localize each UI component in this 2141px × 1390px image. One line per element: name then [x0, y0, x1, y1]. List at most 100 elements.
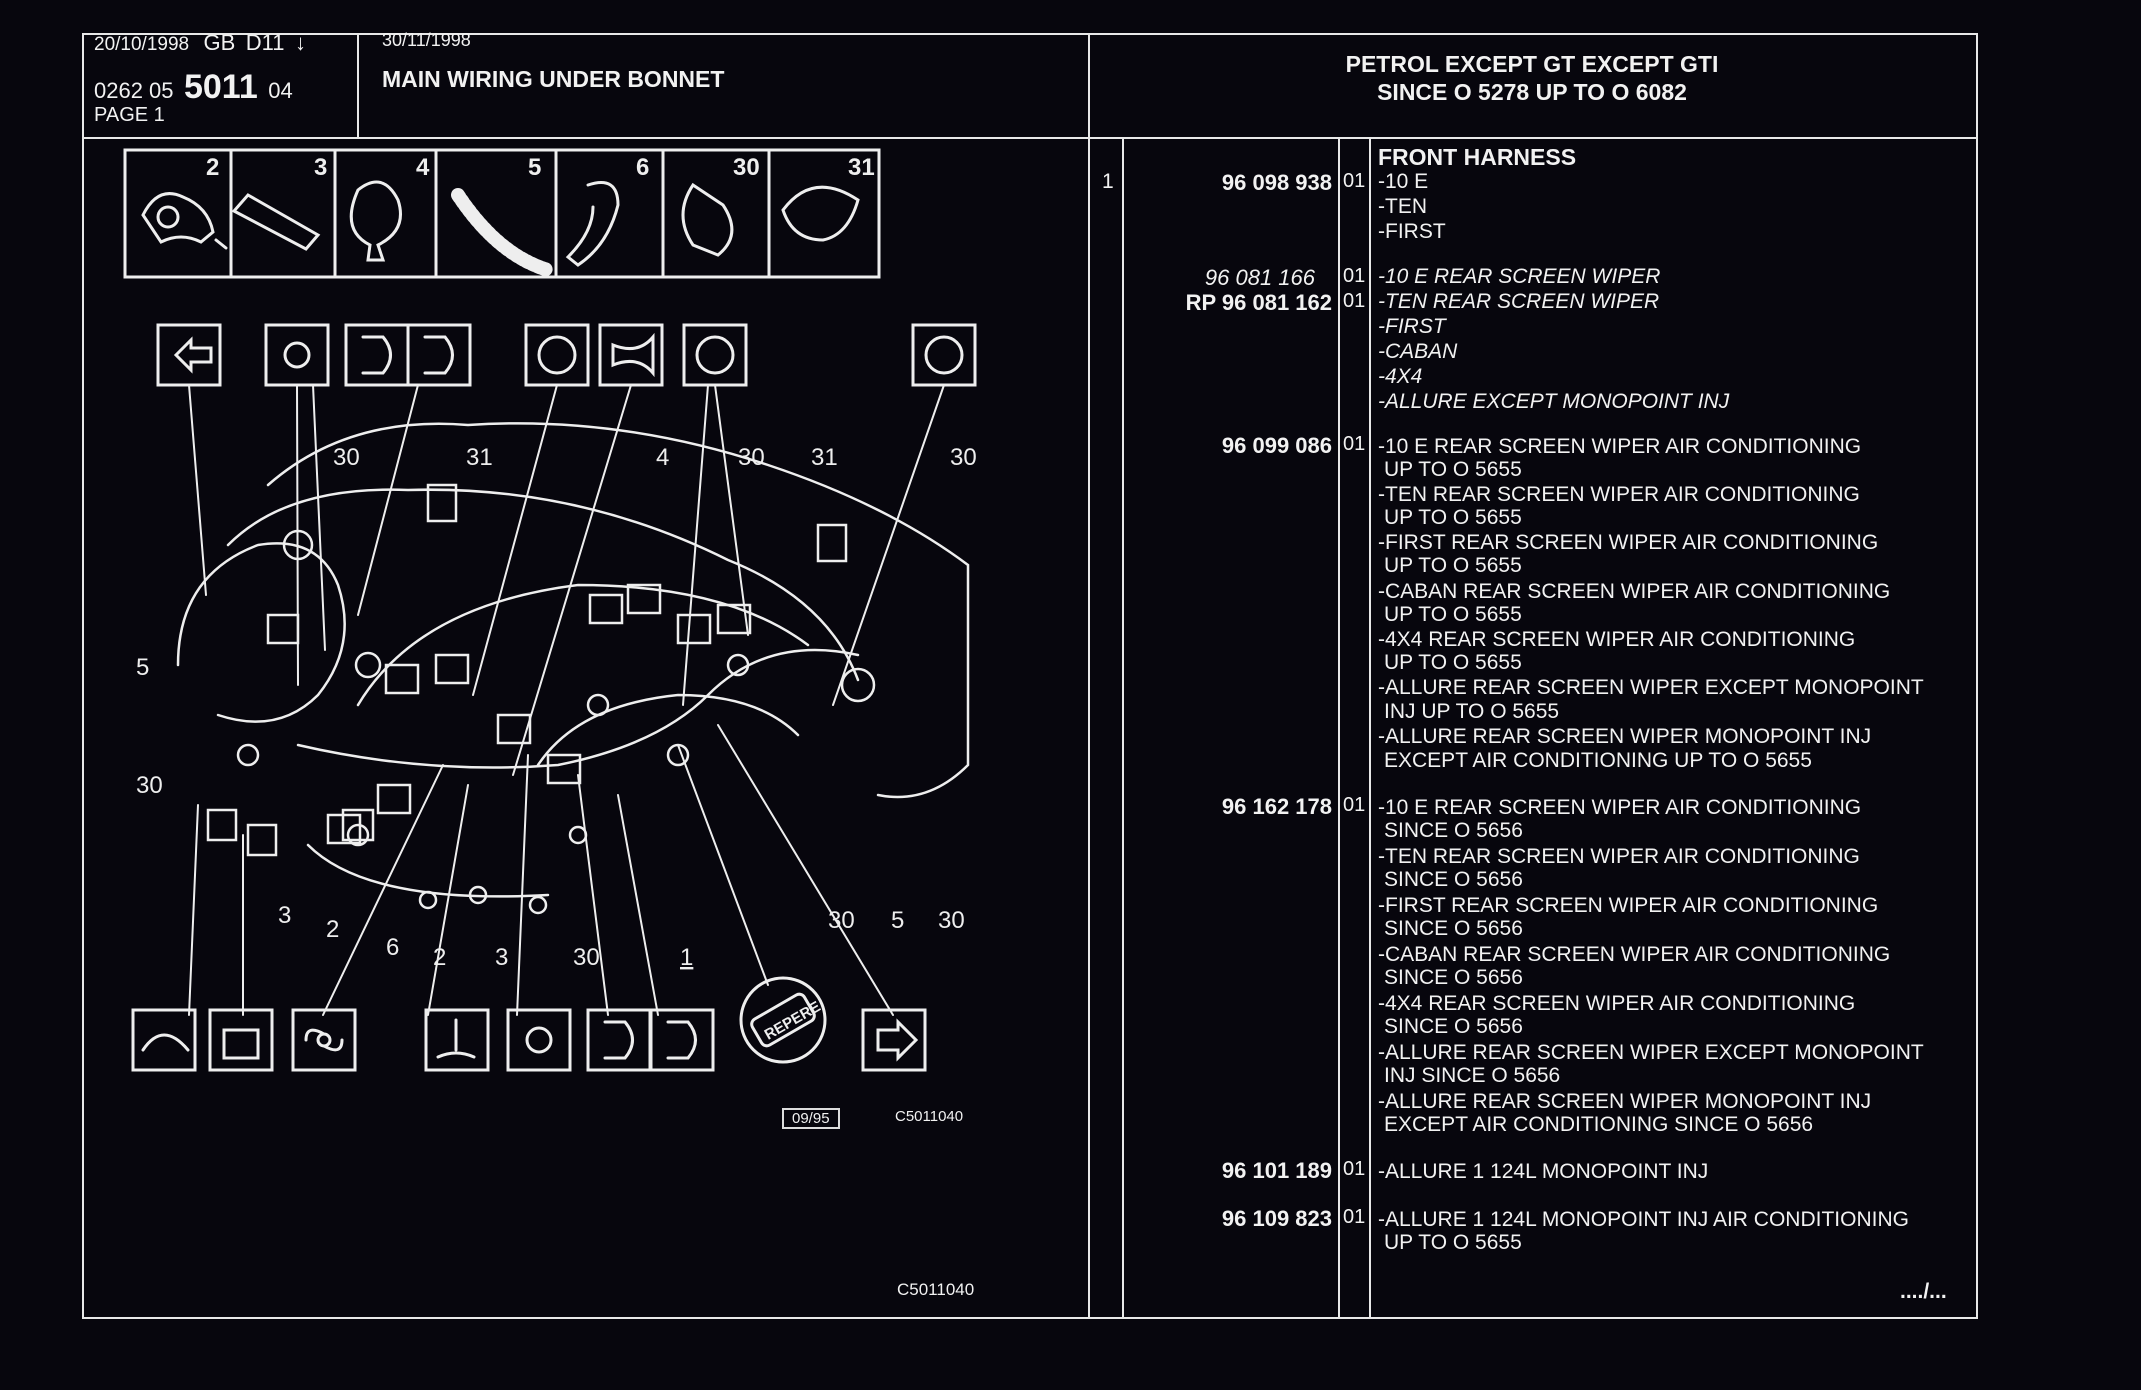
- callout-2-a: 2: [326, 916, 339, 943]
- desc-line: -CABAN REAR SCREEN WIPER AIR CONDITIONIN…: [1378, 943, 1891, 966]
- parts-col-ver-left: [1338, 137, 1340, 1317]
- callout-30-b: 30: [738, 444, 765, 471]
- desc-line: UP TO O 5655: [1384, 603, 1522, 626]
- tile-label-6: 6: [636, 154, 649, 181]
- desc-line: -TEN REAR SCREEN WIPER AIR CONDITIONING: [1378, 845, 1860, 868]
- desc-line: -4X4 REAR SCREEN WIPER AIR CONDITIONING: [1378, 628, 1856, 651]
- page-label: PAGE 1: [94, 104, 165, 126]
- desc-line: -10 E REAR SCREEN WIPER AIR CONDITIONING: [1378, 796, 1862, 819]
- down-arrow-icon: ↓: [294, 30, 306, 55]
- tile-label-3: 3: [314, 154, 327, 181]
- ref-number: RP 96 081 162: [1185, 290, 1332, 315]
- desc-line: INJ UP TO O 5655: [1384, 700, 1560, 723]
- version: 01: [1343, 1206, 1366, 1228]
- callout-4: 4: [656, 444, 669, 471]
- desc-line: SINCE O 5656: [1384, 868, 1523, 891]
- desc-line: EXCEPT AIR CONDITIONING UP TO O 5655: [1384, 749, 1812, 772]
- desc-line: -TEN REAR SCREEN WIPER: [1378, 290, 1660, 313]
- version: 01: [1343, 433, 1366, 455]
- callout-30-a: 30: [333, 444, 360, 471]
- desc-line: SINCE O 5656: [1384, 966, 1523, 989]
- desc-line: -ALLURE REAR SCREEN WIPER EXCEPT MONOPOI…: [1378, 676, 1924, 699]
- version: 01: [1343, 1158, 1366, 1180]
- repere-stamp-text: REPERE: [762, 998, 824, 1044]
- part-tiles: [123, 148, 881, 279]
- callout-1: 1: [680, 944, 693, 971]
- sheet-id-divider: [357, 33, 359, 137]
- scope-line-2: SINCE O 5278 UP TO O 6082: [1377, 79, 1687, 105]
- parts-col-item: [1122, 137, 1124, 1317]
- desc-line: -TEN REAR SCREEN WIPER AIR CONDITIONING: [1378, 483, 1860, 506]
- ref-number: 96 099 086: [1221, 433, 1332, 458]
- catalogue-prefix: 0262 05: [94, 78, 174, 103]
- continued-marker: ..../...: [1900, 1280, 1947, 1303]
- symbol-boxes-top: [156, 323, 977, 387]
- ref-number: 96 098 938: [1221, 170, 1332, 195]
- parts-col-ver-right: [1369, 137, 1371, 1317]
- desc-line: UP TO O 5655: [1384, 506, 1522, 529]
- version-old: 01: [1343, 265, 1366, 287]
- desc-line: UP TO O 5655: [1384, 1231, 1522, 1254]
- desc-line: -CABAN REAR SCREEN WIPER AIR CONDITIONIN…: [1378, 580, 1891, 603]
- desc-line: -CABAN: [1378, 340, 1458, 363]
- desc-line: -FIRST REAR SCREEN WIPER AIR CONDITIONIN…: [1378, 531, 1879, 554]
- item-number: 1: [1102, 170, 1114, 193]
- document-frame: [82, 33, 1978, 1319]
- callout-5-right: 5: [891, 907, 904, 934]
- desc-line: -FIRST: [1378, 315, 1446, 338]
- scope-header: PETROL EXCEPT GT EXCEPT GTI SINCE O 5278…: [1092, 50, 1972, 106]
- desc-line: -TEN: [1378, 195, 1427, 218]
- tile-label-4: 4: [416, 154, 430, 181]
- lang-code: GB: [203, 30, 236, 55]
- desc-line: UP TO O 5655: [1384, 651, 1522, 674]
- image-code-bottom: C5011040: [897, 1280, 975, 1299]
- ref-number: 96 101 189: [1221, 1158, 1332, 1183]
- desc-line: -10 E REAR SCREEN WIPER: [1378, 265, 1661, 288]
- scope-line-1: PETROL EXCEPT GT EXCEPT GTI: [1345, 51, 1719, 77]
- tile-label-2: 2: [206, 154, 219, 181]
- left-right-divider: [1088, 33, 1090, 1317]
- doc-code: D11: [245, 30, 285, 55]
- callout-30-f: 30: [938, 907, 965, 934]
- ref-number-old: 96 081 166: [1204, 265, 1315, 290]
- desc-line: -ALLURE EXCEPT MONOPOINT INJ: [1378, 390, 1730, 413]
- tile-label-5: 5: [528, 154, 541, 181]
- desc-line: -ALLURE REAR SCREEN WIPER MONOPOINT INJ: [1378, 725, 1872, 748]
- callout-31-b: 31: [811, 444, 838, 471]
- version: 01: [1343, 290, 1366, 312]
- ref-number: 96 162 178: [1221, 794, 1332, 819]
- symbol-boxes-bottom: [131, 976, 927, 1072]
- desc-line: SINCE O 5656: [1384, 917, 1523, 940]
- leader-lines: [188, 384, 945, 1016]
- desc-line: -ALLURE 1 124L MONOPOINT INJ AIR CONDITI…: [1378, 1208, 1909, 1231]
- version: 01: [1343, 794, 1366, 816]
- catalogue-number: 5011: [183, 68, 258, 106]
- date-left: 20/10/1998: [94, 34, 190, 55]
- desc-line: EXCEPT AIR CONDITIONING SINCE O 5656: [1384, 1113, 1814, 1136]
- callout-30-c: 30: [950, 444, 977, 471]
- desc-line: -ALLURE 1 124L MONOPOINT INJ: [1378, 1160, 1709, 1183]
- desc-line: UP TO O 5655: [1384, 458, 1522, 481]
- section-title: MAIN WIRING UNDER BONNET: [382, 66, 725, 92]
- wiring-diagram: 2 3 4 5 6 30 31 30 31 4 30 31 30 5 30 3 …: [123, 148, 977, 1072]
- group-title: FRONT HARNESS: [1378, 144, 1577, 170]
- version: 01: [1343, 170, 1366, 192]
- ref-number: 96 109 823: [1221, 1206, 1332, 1231]
- callout-30-e: 30: [828, 907, 855, 934]
- desc-line: -4X4: [1378, 365, 1423, 388]
- catalogue-suffix: 04: [268, 78, 293, 103]
- callout-3-b: 3: [495, 944, 508, 971]
- desc-line: SINCE O 5656: [1384, 1015, 1523, 1038]
- desc-line: INJ SINCE O 5656: [1384, 1064, 1561, 1087]
- tile-label-31: 31: [848, 154, 875, 181]
- callout-30-left: 30: [136, 772, 163, 799]
- tile-label-30: 30: [733, 154, 760, 181]
- desc-line: -FIRST: [1378, 220, 1446, 243]
- header-divider: [82, 137, 1976, 139]
- revision-box: 09/95: [782, 1108, 840, 1129]
- date-right: 30/11/1998: [382, 30, 471, 50]
- callout-5-left: 5: [136, 654, 149, 681]
- desc-line: -ALLURE REAR SCREEN WIPER EXCEPT MONOPOI…: [1378, 1041, 1924, 1064]
- desc-line: -FIRST REAR SCREEN WIPER AIR CONDITIONIN…: [1378, 894, 1879, 917]
- callout-6: 6: [386, 934, 399, 961]
